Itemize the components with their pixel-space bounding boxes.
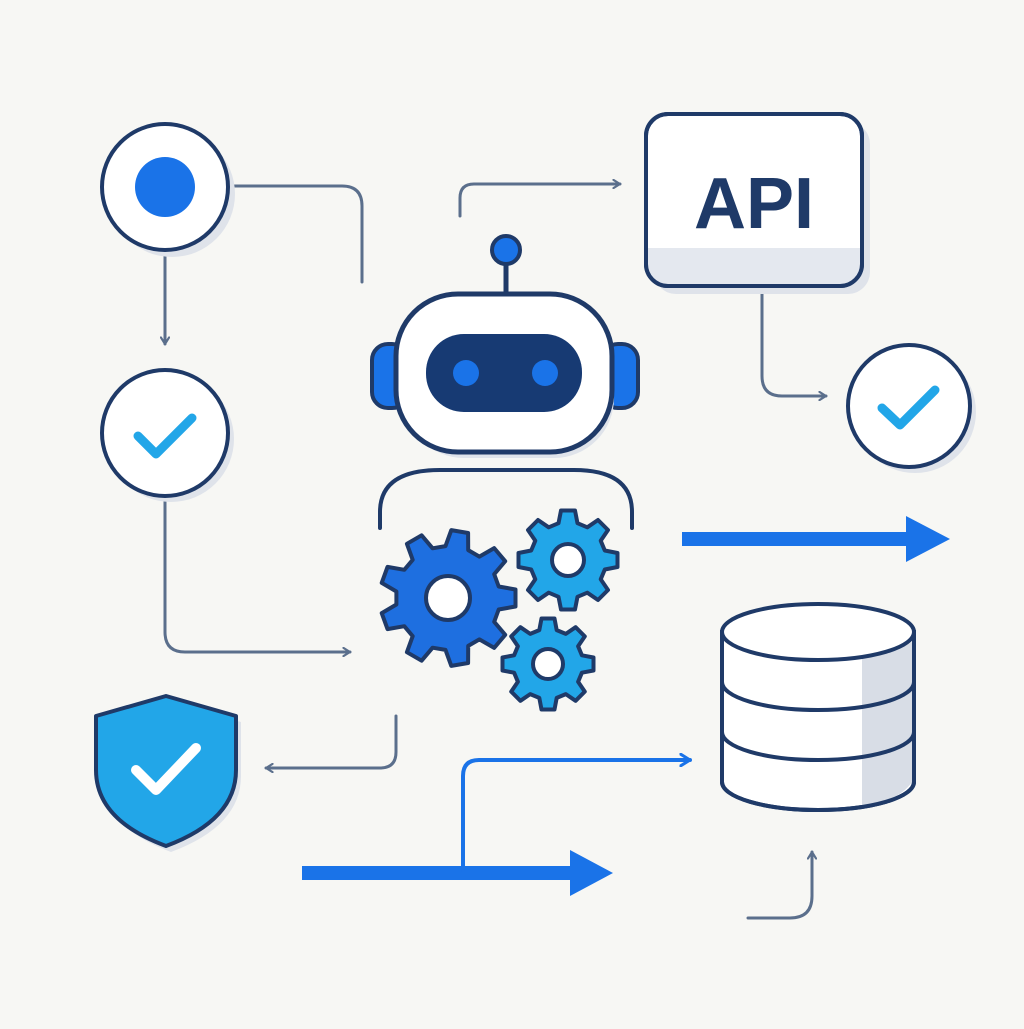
arrow-icon [682, 516, 950, 562]
connector-check-to-gears [163, 500, 352, 652]
gear-icon [516, 508, 620, 612]
connector-to-database [746, 850, 812, 920]
blue-arrows [302, 516, 950, 896]
robot-eye-right [532, 360, 558, 386]
start-node [100, 122, 235, 257]
connector-api-to-check [760, 286, 828, 396]
robot-shoulders [378, 468, 634, 530]
robot-icon [370, 234, 640, 530]
check-node-right [846, 343, 976, 473]
circle-dot-icon [135, 157, 195, 217]
antenna-tip [490, 234, 522, 266]
shield-check-icon [94, 694, 241, 852]
api-box: API [644, 112, 870, 294]
check-icon [877, 385, 940, 430]
api-label: API [694, 164, 814, 244]
connector-start-to-robot [230, 184, 364, 284]
arrow-branch-to-database [461, 760, 692, 872]
connector-to-api [458, 184, 622, 218]
robot-face [426, 334, 582, 412]
gear-icon [500, 616, 596, 712]
check-icon [133, 413, 197, 459]
database-icon [720, 602, 916, 812]
check-icon [131, 743, 201, 795]
arrow-icon [302, 850, 613, 896]
check-node-left [100, 368, 234, 502]
gear-icon [379, 528, 518, 668]
gears [379, 508, 620, 712]
connector-gears-to-shield [264, 714, 398, 768]
robot-eye-left [453, 360, 479, 386]
connectors [163, 184, 828, 920]
